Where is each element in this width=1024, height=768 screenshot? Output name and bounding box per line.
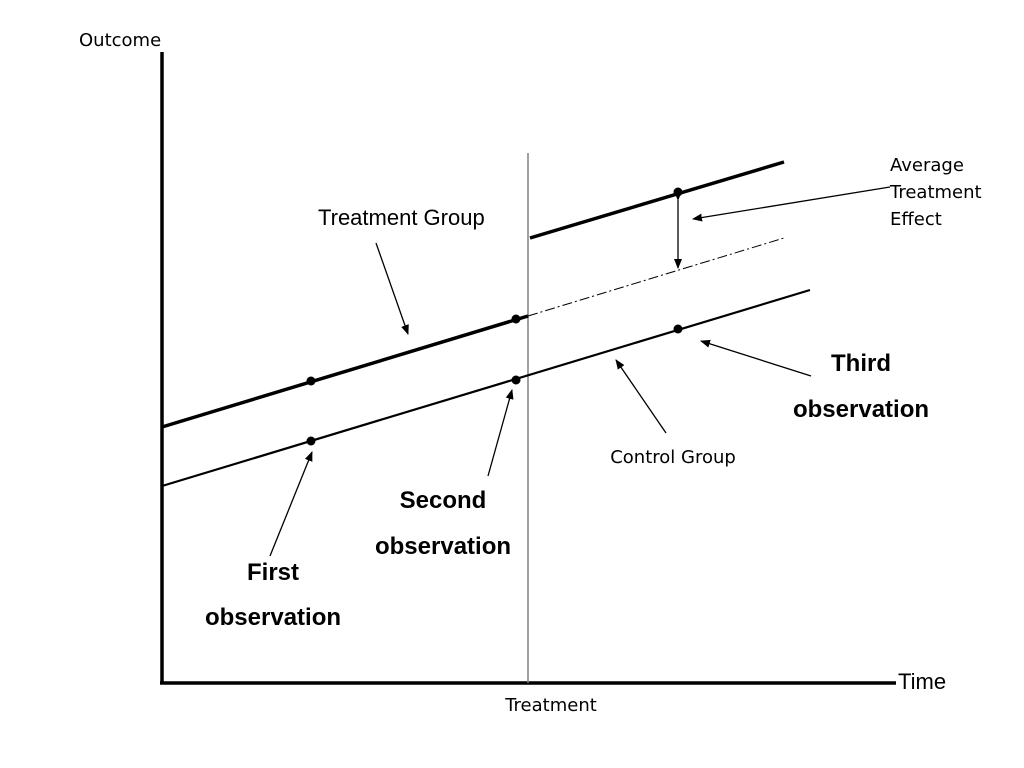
treatment-group-pointer-arrow — [375, 242, 409, 335]
treatment-group-line-pre — [161, 314, 529, 429]
second-observation-label-line2: observation — [375, 533, 511, 560]
x-axis-label: Time — [898, 669, 946, 694]
first-observation-label-line2: observation — [205, 604, 341, 631]
first-obs-pointer-arrow — [269, 451, 313, 557]
obs-point-treatment-1 — [306, 376, 316, 386]
third-obs-pointer-arrow — [700, 339, 812, 377]
obs-point-control-2 — [511, 375, 521, 385]
obs-point-control-1 — [306, 436, 316, 446]
treatment-group-label: Treatment Group — [318, 205, 485, 230]
ate-label-line1: Average — [890, 155, 964, 176]
y-axis-label: Outcome — [79, 30, 161, 51]
second-observation-label-line1: Second — [400, 487, 487, 514]
control-group-line — [161, 288, 811, 488]
ate-label-line2: Treatment — [889, 182, 982, 203]
obs-point-treatment-2 — [511, 314, 521, 324]
second-obs-pointer-arrow — [487, 389, 514, 477]
ate-pointer-arrow — [692, 186, 891, 222]
treatment-time-label: Treatment — [504, 695, 597, 716]
control-group-label: Control Group — [610, 447, 736, 468]
first-observation-label-line1: First — [247, 559, 299, 586]
obs-point-treatment-3 — [673, 187, 683, 197]
counterfactual-line — [527, 237, 785, 317]
obs-point-control-3 — [673, 324, 683, 334]
third-observation-label-line1: Third — [831, 350, 891, 377]
ate-label-line3: Effect — [890, 209, 942, 230]
control-group-pointer-arrow — [615, 359, 667, 434]
treatment-group-line-post — [529, 160, 785, 240]
third-observation-label-line2: observation — [793, 396, 929, 423]
